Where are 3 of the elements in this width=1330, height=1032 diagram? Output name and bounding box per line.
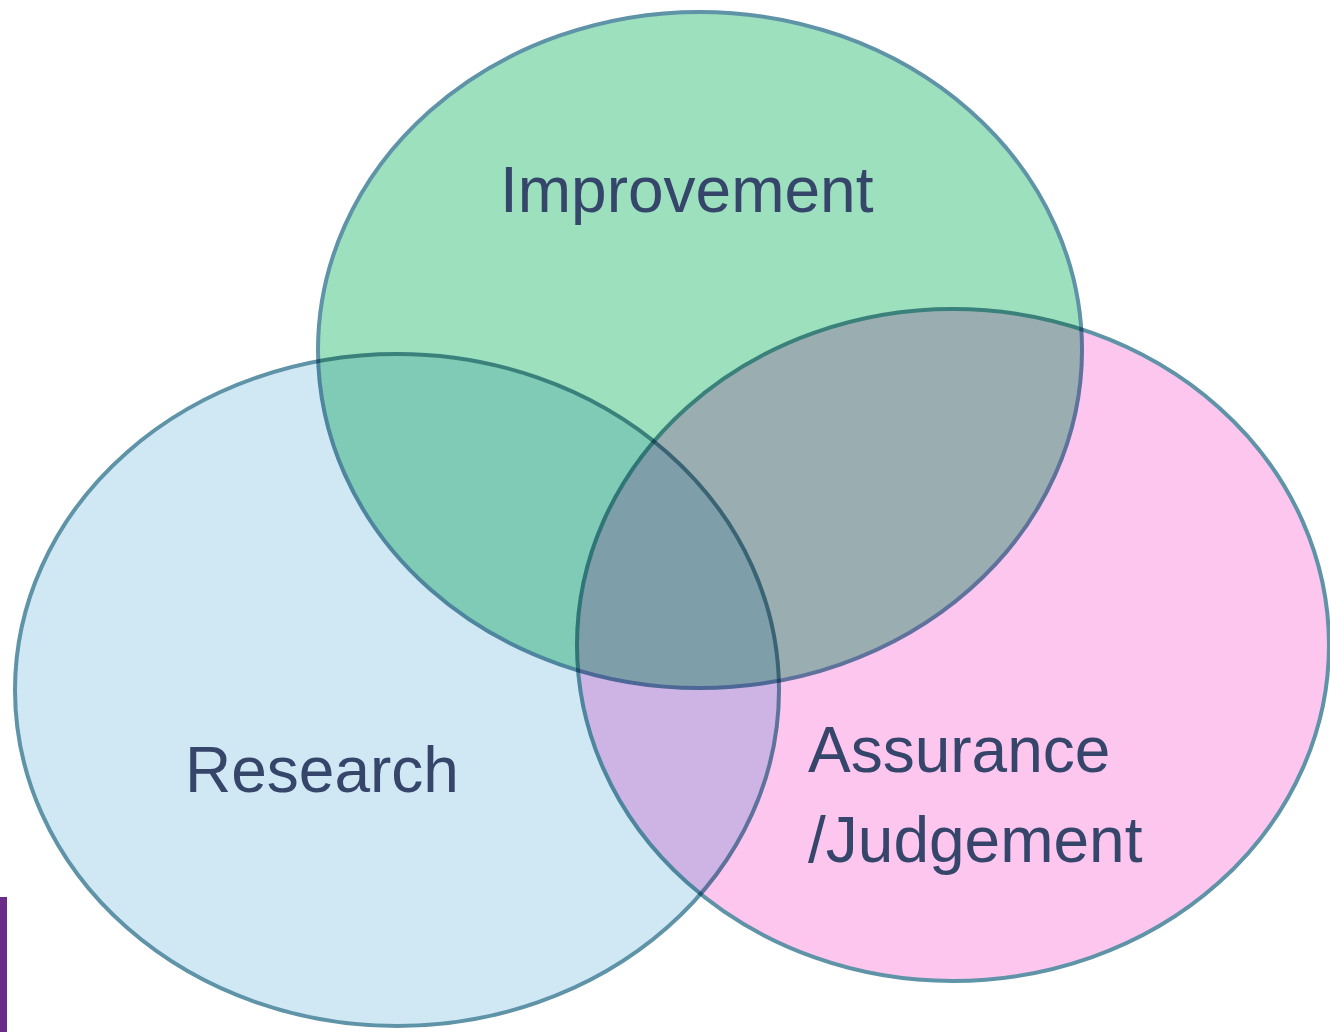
set-label: Improvement bbox=[500, 153, 875, 228]
set-label: Research bbox=[185, 733, 460, 808]
set-label: Assurance /Judgement bbox=[808, 713, 1144, 878]
